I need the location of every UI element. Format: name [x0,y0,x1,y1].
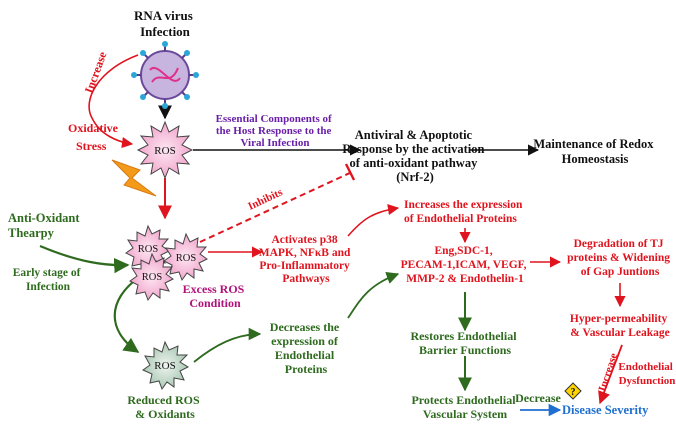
ros-burst-top: ROS [136,120,194,180]
virus-icon [131,41,199,109]
ros-burst-excess-2: ROS [163,232,208,282]
rna-virus-label: RNA virus Infection [134,8,196,39]
ros-burst-reduced: ROS [141,340,190,391]
arrow-increase-curve [88,54,139,149]
antiviral-response-label: Antiviral & Apoptotic Response by the ac… [342,128,487,184]
arrow-decreases-to-eng [347,271,400,319]
increases-expression-label: Increases the expression of Endothelial … [404,199,525,225]
anti-oxidant-therapy-label: Anti-Oxidant Thearpy [8,211,83,240]
ros-top-label: ROS [154,145,175,157]
disease-severity-label: Disease Severity [562,403,649,417]
oxidative-stress-label-2: Stress [76,139,107,153]
increase-label-left: Increase [82,49,110,95]
decrease-label: Decrease [515,391,561,405]
inhibit-bar [344,163,356,181]
ros-excess-2-label: ROS [176,253,197,264]
ros-burst-excess-3: ROS [129,252,174,302]
hyper-permeability-label: Hyper-permeability & Vascular Leakage [570,313,670,339]
protects-vascular-label: Protects Endothelial Vascular System [411,393,518,421]
arrow-reduced-to-decreases [193,327,262,363]
arrow-antioxidant-to-ros [39,244,130,274]
ros-excess-3-label: ROS [142,272,163,283]
degradation-label: Degradation of TJ proteins & Widening of… [567,238,673,278]
oxidative-stress-label: Oxidative [68,121,119,135]
redox-homeostasis-label: Maintenance of Redox Homeostasis [533,137,656,166]
ros-excess-1-label: ROS [138,244,159,255]
ros-reduced-label: ROS [154,360,175,372]
arrow-excess-to-reduced [113,277,140,353]
arrow-increase-to-severity [598,344,623,405]
early-stage-label: Early stage of Infection [13,267,84,293]
lightning-bolt-icon [111,159,157,197]
reduced-ros-label: Reduced ROS & Oxidants [127,393,202,421]
endothelial-dysfunction-label: Endothelial Dysfunction [618,361,675,387]
restores-barrier-label: Restores Endothelial Barrier Functions [410,329,519,357]
decreases-expression-label: Decreases the expression of Endothelial … [270,320,342,376]
endothelial-markers-label: Eng,SDC-1, PECAM-1,ICAM, VEGF, MMP-2 & E… [401,245,530,285]
arrow-activates-to-increases [347,204,400,237]
inhibits-label: Inhibits [246,186,285,213]
svg-text:?: ? [571,387,576,398]
excess-ros-label: Excess ROS Condition [183,282,248,310]
warning-icon: ? [564,382,582,400]
arrow-inhibits [199,171,353,243]
increase-label-right: Increase [596,352,620,393]
activates-p38-label: Activates p38 MAPK, NFκB and Pro-Inflamm… [259,234,354,285]
essential-components-label: Essential Components of the Host Respons… [216,113,335,149]
